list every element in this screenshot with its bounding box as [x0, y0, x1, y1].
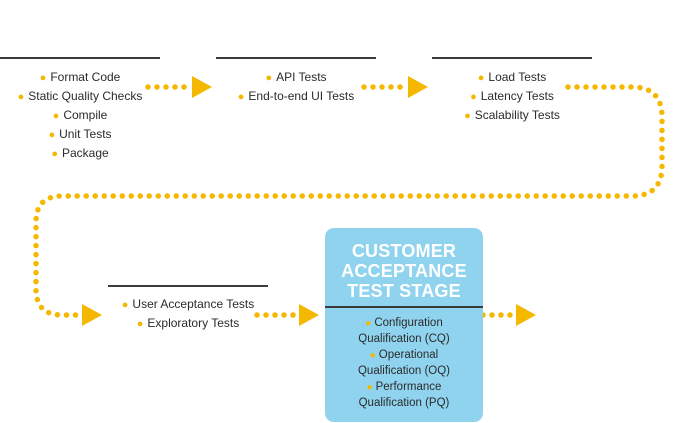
stage-divider — [216, 57, 376, 59]
list-item-label-line2: Qualification (OQ) — [357, 364, 451, 377]
bullet-icon: ● — [52, 110, 60, 122]
stage-title: CUSTOMER ACCEPTANCE TEST STAGE — [341, 241, 467, 301]
list-item: ●Compile — [0, 106, 160, 125]
bullet-icon: ● — [17, 91, 25, 103]
stage-acceptance-tests: ●API Tests ●End-to-end UI Tests — [216, 57, 376, 106]
list-item: ●End-to-end UI Tests — [216, 87, 376, 106]
stage-manual-tests: ●User Acceptance Tests ●Exploratory Test… — [108, 285, 268, 333]
stage-divider — [325, 306, 483, 308]
bullet-icon: ● — [51, 148, 58, 160]
arrow-right-icon — [82, 304, 102, 326]
bullet-icon: ● — [464, 110, 471, 122]
list-item-label: Load Tests — [488, 70, 547, 84]
list-item: ●Exploratory Tests — [108, 314, 268, 333]
bullet-icon: ● — [39, 72, 47, 84]
list-item-label: Static Quality Checks — [28, 89, 143, 103]
list-item-label-line1: Operational — [378, 349, 439, 361]
bullet-icon: ● — [470, 91, 477, 103]
list-item: ●Configuration Qualification (CQ) — [325, 316, 483, 347]
list-item-label: Exploratory Tests — [147, 316, 240, 330]
list-item: ●Scalability Tests — [432, 106, 592, 125]
bullet-icon: ● — [121, 299, 129, 311]
list-item-label-line1: Performance — [375, 381, 442, 393]
list-item: ●Static Quality Checks — [0, 87, 160, 106]
list-item: ●Load Tests — [432, 68, 592, 87]
stage-divider — [432, 57, 592, 59]
bullet-icon: ● — [265, 72, 273, 84]
customer-acceptance-stage-card: CUSTOMER ACCEPTANCE TEST STAGE ●Configur… — [325, 228, 483, 422]
list-item: ●Format Code — [0, 68, 160, 87]
list-item: ●Operational Qualification (OQ) — [325, 348, 483, 379]
bullet-icon: ● — [136, 318, 144, 330]
list-item-label-line1: Configuration — [374, 317, 443, 329]
arrow-right-icon — [516, 304, 536, 326]
arrow-right-icon — [408, 76, 428, 98]
stage-item-list: ●Format Code ●Static Quality Checks ●Com… — [0, 68, 160, 163]
stage-item-list: ●Load Tests ●Latency Tests ●Scalability … — [432, 68, 592, 125]
bullet-icon: ● — [366, 382, 373, 393]
list-item-label: End-to-end UI Tests — [248, 89, 355, 103]
list-item-label: User Acceptance Tests — [132, 297, 255, 311]
bullet-icon: ● — [477, 72, 485, 84]
stage-divider — [108, 285, 268, 287]
list-item-label: Compile — [63, 108, 108, 122]
list-item: ●Performance Qualification (PQ) — [325, 380, 483, 411]
list-item: ●Latency Tests — [432, 87, 592, 106]
list-item-label: Format Code — [50, 70, 121, 84]
list-item: ●Package — [0, 144, 160, 163]
list-item-label: API Tests — [276, 70, 327, 84]
bullet-icon: ● — [48, 129, 56, 141]
bullet-icon: ● — [369, 350, 376, 361]
list-item: ●Unit Tests — [0, 125, 160, 144]
list-item-label: Unit Tests — [59, 127, 112, 141]
bullet-icon: ● — [365, 318, 372, 329]
list-item-label: Latency Tests — [480, 89, 554, 103]
stage-item-list: ●Configuration Qualification (CQ) ●Opera… — [325, 316, 483, 412]
list-item: ●User Acceptance Tests — [108, 295, 268, 314]
list-item: ●API Tests — [216, 68, 376, 87]
stage-capacity-tests: ●Load Tests ●Latency Tests ●Scalability … — [432, 57, 592, 125]
stage-item-list: ●User Acceptance Tests ●Exploratory Test… — [108, 295, 268, 333]
arrow-right-icon — [299, 304, 319, 326]
stage-build: ●Format Code ●Static Quality Checks ●Com… — [0, 57, 160, 163]
stage-item-list: ●API Tests ●End-to-end UI Tests — [216, 68, 376, 106]
list-item-label-line2: Qualification (PQ) — [358, 396, 450, 409]
list-item-label: Scalability Tests — [474, 108, 560, 122]
bullet-icon: ● — [237, 91, 245, 103]
list-item-label-line2: Qualification (CQ) — [358, 332, 450, 345]
connector-long-segment — [33, 84, 665, 318]
arrow-right-icon — [192, 76, 212, 98]
stage-divider — [0, 57, 160, 59]
list-item-label: Package — [61, 146, 109, 160]
